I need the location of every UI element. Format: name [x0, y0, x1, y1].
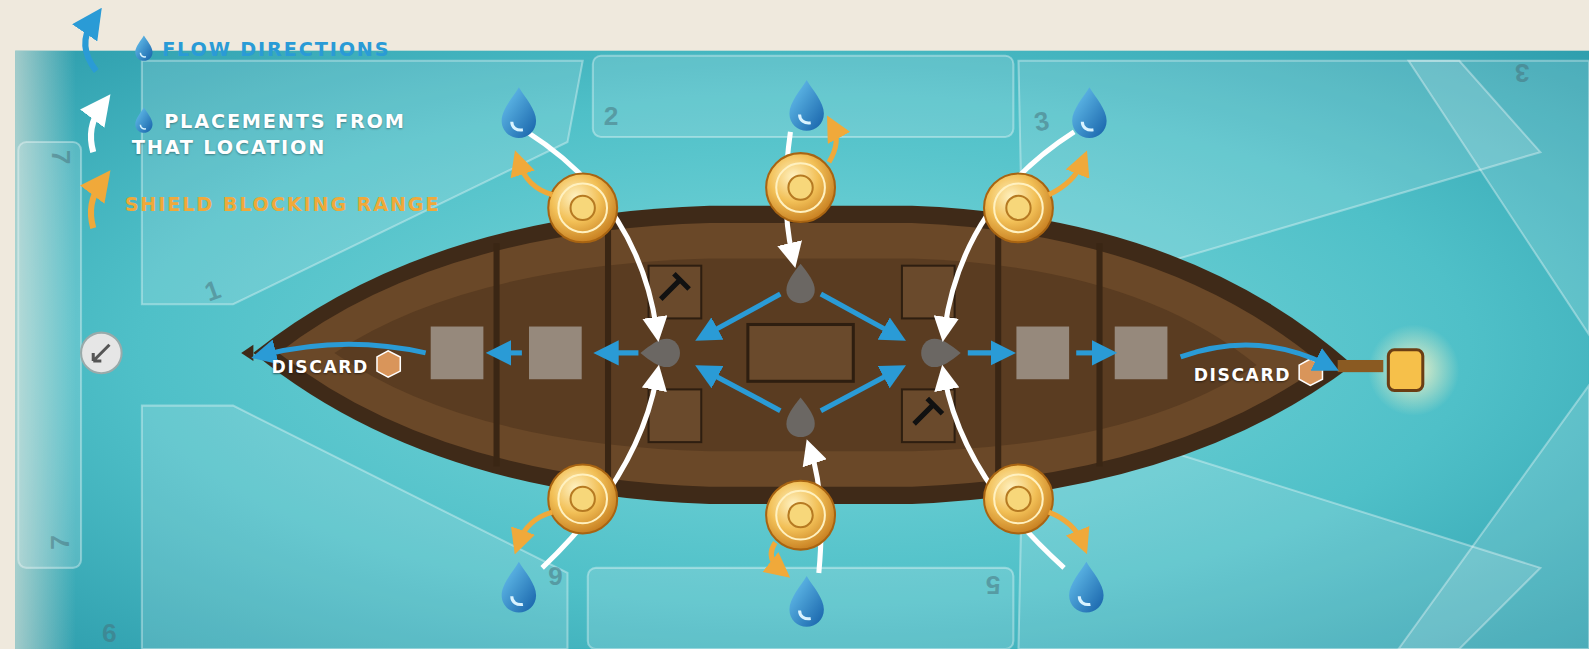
- shield-range-arrows: [519, 127, 1082, 570]
- shields: [548, 153, 1053, 549]
- card-number: 2: [604, 101, 619, 132]
- card-number: 6: [548, 560, 563, 591]
- legend-text: PLACEMENTS FROM THAT LOCATION: [132, 107, 436, 160]
- boat: [241, 206, 1353, 504]
- discard-label: DISCARD: [272, 357, 369, 377]
- water: [15, 51, 1589, 649]
- card-number: 7: [45, 535, 76, 550]
- slots: [431, 264, 1168, 442]
- lantern: [1338, 324, 1460, 415]
- card-number: 3: [1515, 57, 1530, 88]
- legend-text: FLOW DIRECTIONS: [162, 35, 390, 61]
- location-cards: [18, 56, 1589, 649]
- compass-token: [81, 333, 122, 374]
- placement-arrows: [527, 132, 1074, 573]
- discard-label: DISCARD: [1194, 365, 1291, 385]
- legend-text: SHIELD BLOCKING RANGE: [125, 191, 441, 217]
- water-drops: [502, 80, 1107, 627]
- card-number: 6: [102, 618, 117, 649]
- card-number: 7: [45, 150, 76, 165]
- flow-arrows: [263, 294, 1327, 411]
- card-number: 5: [986, 569, 1001, 600]
